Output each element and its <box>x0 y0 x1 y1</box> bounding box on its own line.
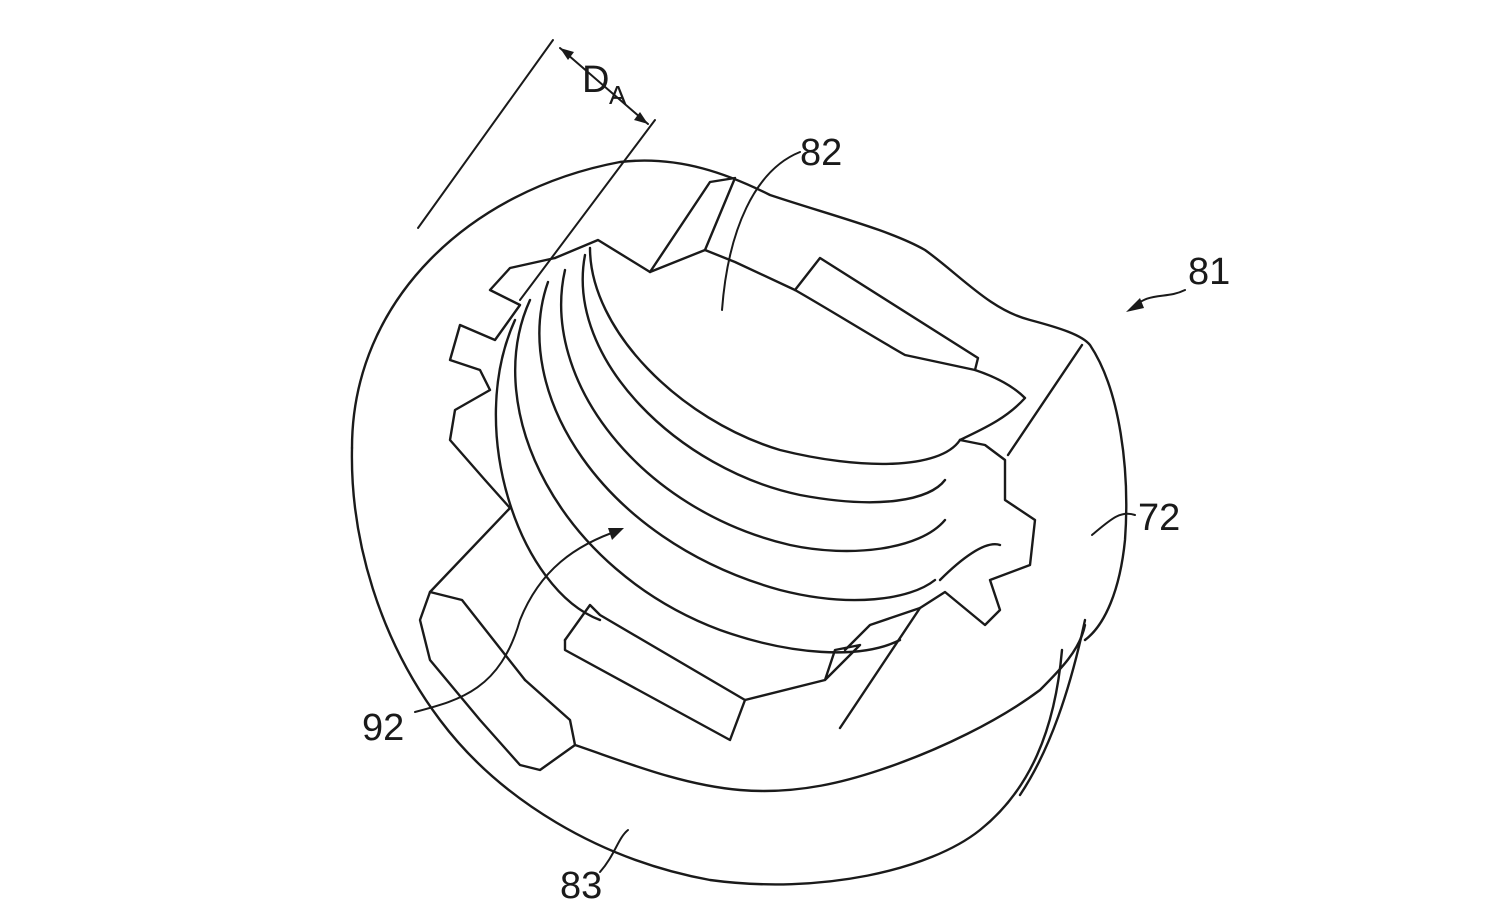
body-face-lower-edge <box>573 623 1087 793</box>
lower-lug-left <box>418 506 577 772</box>
dimension-label: D <box>582 59 609 101</box>
left-tab-upper <box>448 256 557 510</box>
leader-72 <box>1091 512 1136 536</box>
ref-label-92: 92 <box>362 707 404 749</box>
reference-82: 82 <box>721 132 842 311</box>
right-tab <box>843 438 1037 652</box>
dim-arrow-right-icon <box>634 112 648 124</box>
thread-4 <box>494 318 602 622</box>
lower-lug-center-front <box>563 638 747 742</box>
ref-label-81: 81 <box>1188 251 1230 293</box>
dimension-da: D A <box>417 39 656 301</box>
inner-bore-inner <box>581 253 947 504</box>
lower-lug-left-top <box>428 590 527 682</box>
reference-81: 81 <box>1126 251 1230 312</box>
insert-right-key <box>793 256 980 372</box>
insert-front-edge <box>838 606 922 730</box>
dim-arrow-left-icon <box>560 48 574 60</box>
dim-extension-right <box>519 119 656 301</box>
arrow-81-icon <box>1126 298 1144 312</box>
arrow-92-icon <box>608 528 624 540</box>
insert-right-edge <box>1006 343 1084 457</box>
dim-extension-left <box>417 39 554 229</box>
thread-1 <box>559 268 947 553</box>
dimension-subscript: A <box>609 80 627 110</box>
outer-body <box>350 159 1128 886</box>
leader-92 <box>414 529 621 713</box>
body-top-outline <box>350 159 1128 642</box>
thread-2 <box>538 280 937 602</box>
right-notch <box>938 543 1002 582</box>
body-right-side <box>1018 618 1087 797</box>
leader-82 <box>721 151 801 311</box>
thread-3 <box>514 298 902 654</box>
body-left-side <box>350 446 1064 886</box>
insert-top-key <box>648 176 737 274</box>
ref-label-83: 83 <box>560 865 602 907</box>
threaded-insert <box>418 176 1084 772</box>
reference-83: 83 <box>560 829 629 907</box>
inner-bore-outer <box>588 246 962 466</box>
dim-arrow-line <box>559 47 649 125</box>
ref-label-82: 82 <box>800 132 842 174</box>
lower-lug-center <box>563 603 862 702</box>
ref-label-72: 72 <box>1138 497 1180 539</box>
insert-top-rim <box>553 238 1027 442</box>
reference-72: 72 <box>1091 497 1180 539</box>
reference-92: 92 <box>362 528 624 749</box>
leader-83 <box>599 829 629 873</box>
